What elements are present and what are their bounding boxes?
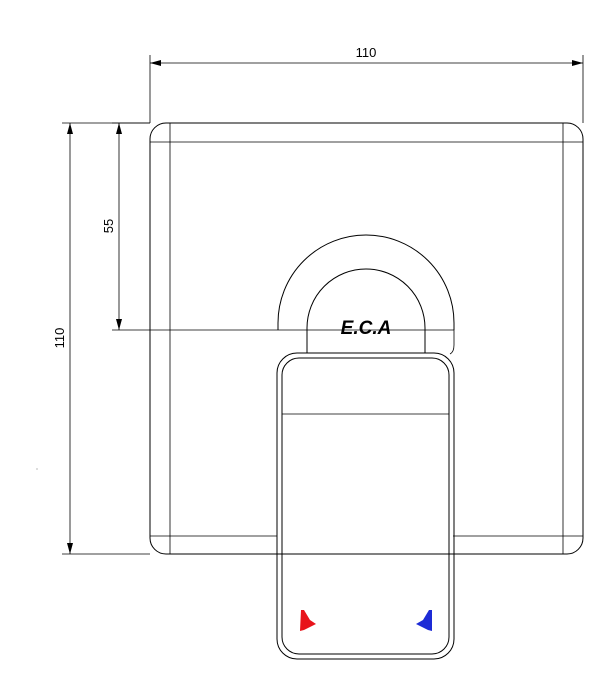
height-dimension [62,122,150,555]
height-dimension-label: 110 [52,328,67,349]
center-dimension-label: 55 [101,219,116,233]
lever-handle [276,352,455,660]
width-dimension [149,55,584,123]
eca-logo: E.C.A [341,318,392,339]
cold-water-indicator [416,610,432,631]
stray-mark [36,468,38,470]
width-dimension-label: 110 [356,45,377,60]
hot-water-indicator [300,610,316,631]
wall-plate-bevel [150,123,583,554]
center-dimension [112,122,454,331]
wall-plate-outline [149,122,584,555]
